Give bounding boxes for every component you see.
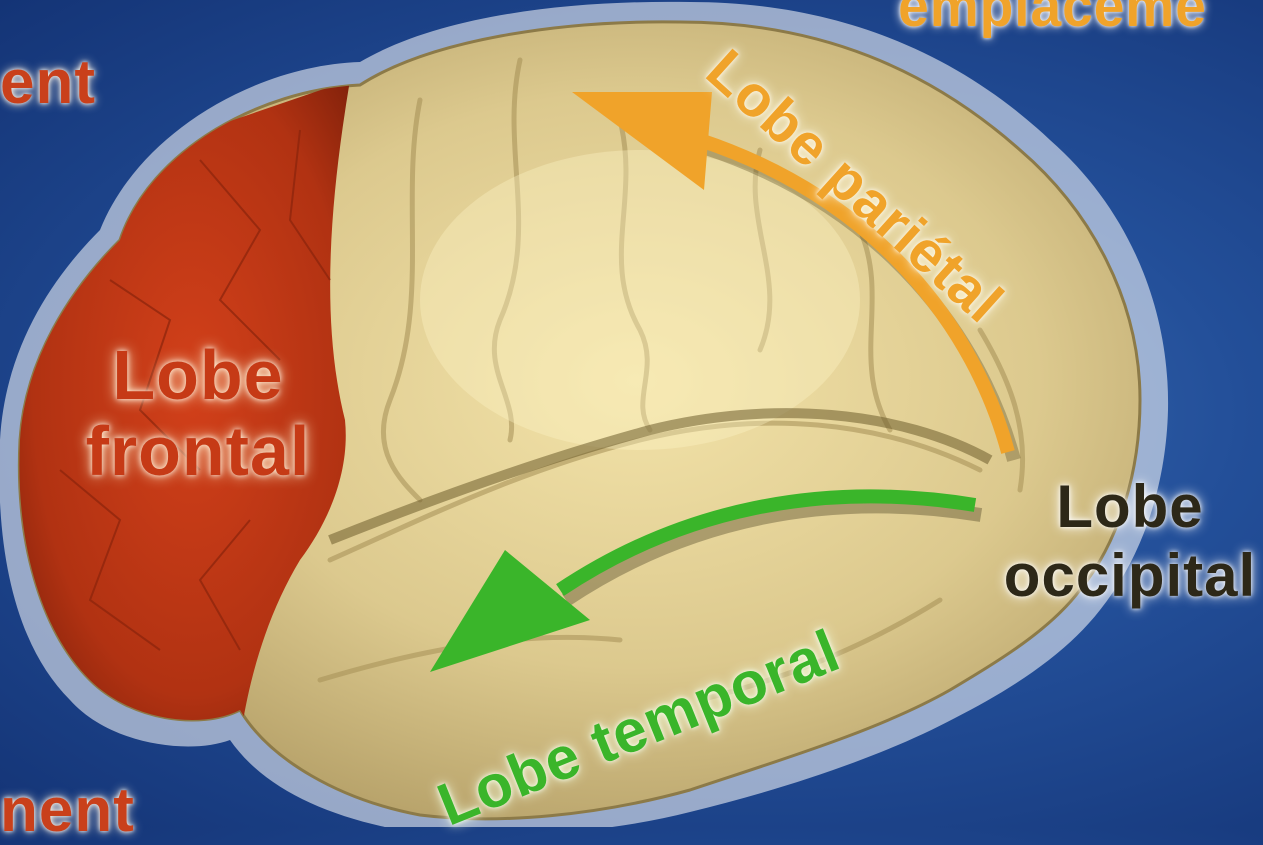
occipital-label-line1: Lobe	[1000, 472, 1260, 541]
title-fragment-bottom: nent	[0, 780, 135, 842]
occipital-label-line2: occipital	[1000, 541, 1260, 610]
title-fragment-top: emplaceme	[898, 0, 1207, 36]
occipital-lobe-label: Lobe occipital	[1000, 472, 1260, 610]
frontal-label-line2: frontal	[78, 414, 318, 490]
frontal-lobe-label: Lobe frontal	[78, 338, 318, 489]
title-fragment-left: ent	[0, 52, 96, 114]
frontal-label-line1: Lobe	[78, 338, 318, 414]
